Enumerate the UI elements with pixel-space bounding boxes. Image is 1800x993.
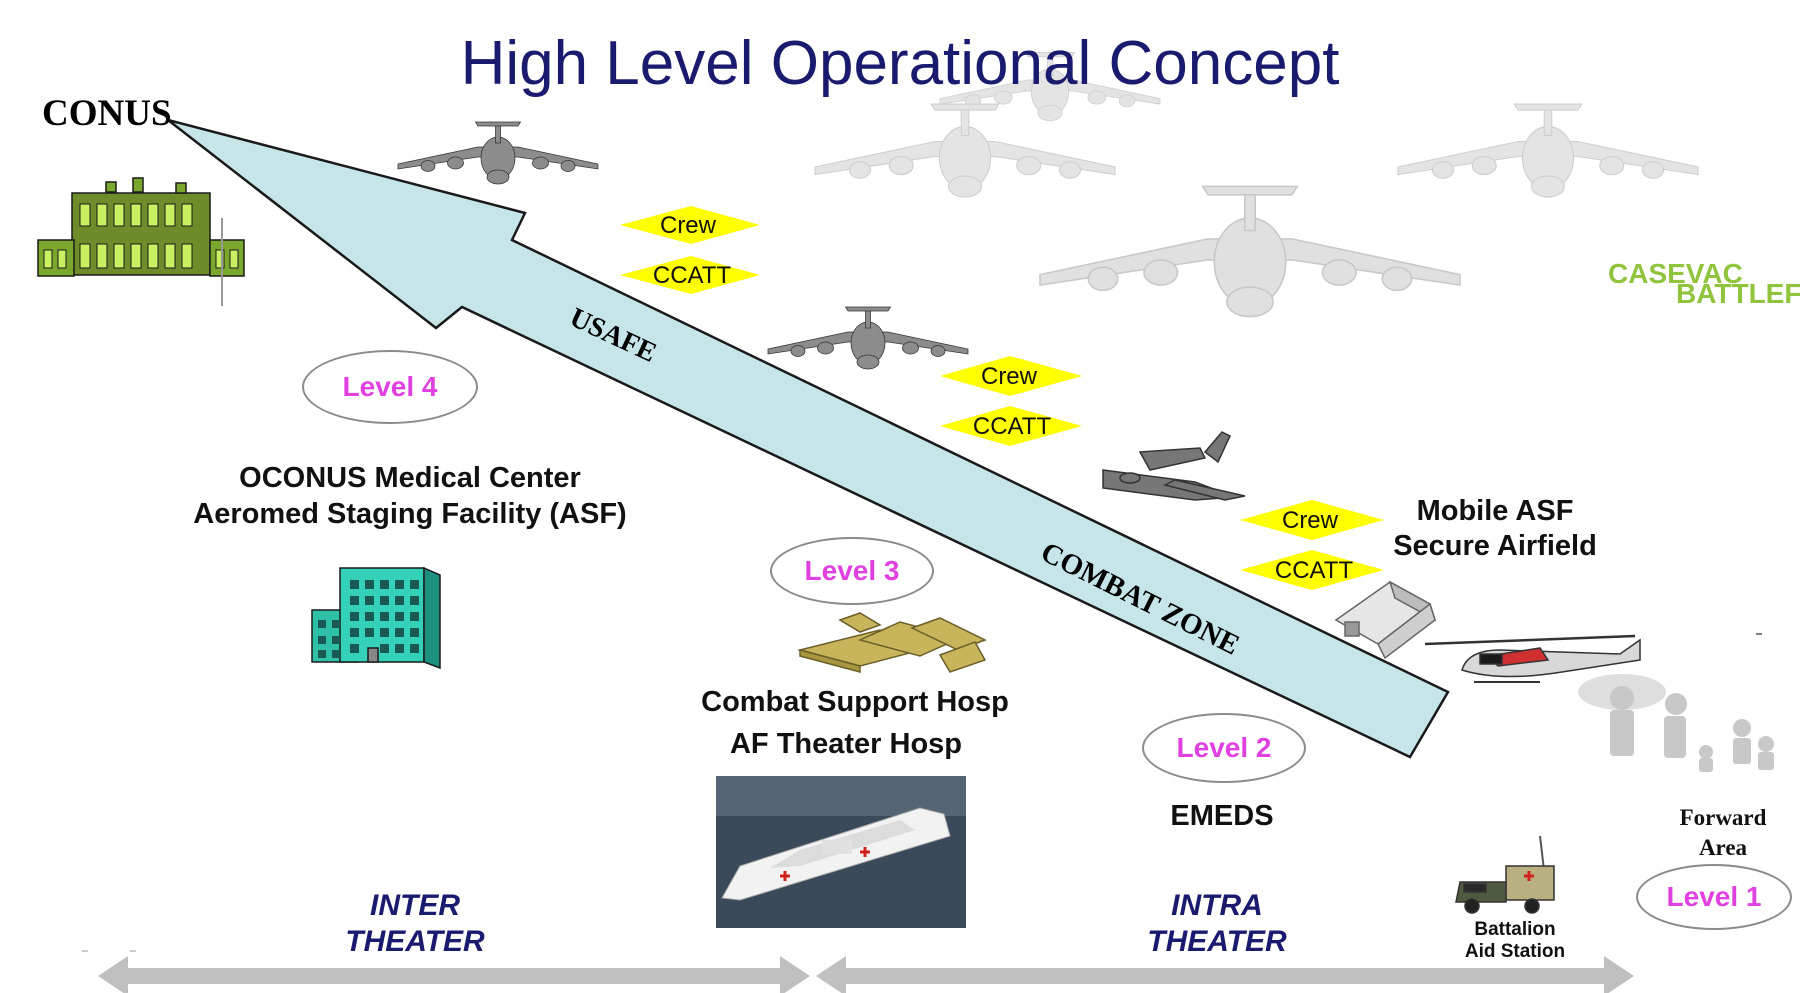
level-4-badge: Level 4 xyxy=(302,350,478,424)
secure-airfield-label: Secure Airfield xyxy=(1393,530,1597,562)
government-building-icon xyxy=(37,177,245,306)
office-building-icon xyxy=(311,566,441,670)
page-title: High Level Operational Concept xyxy=(460,29,1340,98)
crew-ccatt-diamonds-2 xyxy=(940,356,1082,446)
tent-icon xyxy=(1334,580,1437,660)
oconus-medical-center-label: OCONUS Medical Center xyxy=(239,462,581,494)
modular-hospital-icon xyxy=(797,612,987,673)
background-plane-4 xyxy=(1039,185,1461,318)
crew-ccatt-diamonds-1 xyxy=(620,206,760,294)
crew-label-2: Crew xyxy=(980,363,1037,390)
inter-theater-line1: INTER xyxy=(370,889,460,922)
crew-label-3: Crew xyxy=(1281,507,1338,534)
main-evacuation-arrow xyxy=(167,118,1450,759)
af-theater-hosp-label: AF Theater Hosp xyxy=(729,728,963,760)
crew-ccatt-diamonds-3 xyxy=(1240,500,1384,590)
helicopter-icon xyxy=(1424,634,1641,683)
background-plane-3 xyxy=(1397,103,1699,198)
forward-area-line2: Area xyxy=(1698,835,1748,860)
level-3-badge: Level 3 xyxy=(770,537,934,605)
ccatt-label-3: CCATT xyxy=(1274,557,1354,584)
inter-theater-span-arrow xyxy=(98,956,810,993)
intra-theater-label: INTRA THEATER xyxy=(1102,888,1332,960)
conus-label: CONUS xyxy=(42,93,172,134)
military-ambulance-icon xyxy=(1455,835,1555,914)
inter-theater-label: INTER THEATER xyxy=(300,888,530,960)
emeds-label: EMEDS xyxy=(1170,800,1274,832)
battalion-aid-line2: Aid Station xyxy=(1464,941,1566,962)
mobile-asf-label: Mobile ASF xyxy=(1416,495,1574,527)
battalion-aid-line1: Battalion xyxy=(1474,919,1556,940)
ccatt-label-1: CCATT xyxy=(652,262,732,289)
forward-area-label: Forward Area xyxy=(1650,803,1796,863)
tactical-plane xyxy=(1102,431,1246,501)
hospital-ship-icon xyxy=(716,776,966,928)
battalion-aid-station-label: Battalion Aid Station xyxy=(1440,919,1590,963)
intra-theater-line1: INTRA xyxy=(1171,889,1263,922)
inter-theater-line2: THEATER xyxy=(345,925,485,958)
cargo-plane-2 xyxy=(767,306,969,370)
forward-area-line1: Forward xyxy=(1679,805,1767,830)
casevac-vertical-label: CASEVAC xyxy=(1608,258,1743,289)
combat-support-hosp-label: Combat Support Hosp xyxy=(701,686,1009,718)
aeromed-staging-facility-label: Aeromed Staging Facility (ASF) xyxy=(193,498,627,530)
intra-theater-span-arrow xyxy=(816,956,1634,993)
crew-label-1: Crew xyxy=(659,212,716,239)
ccatt-label-2: CCATT xyxy=(972,413,1052,440)
level-1-badge: Level 1 xyxy=(1636,864,1792,930)
background-plane-2 xyxy=(814,103,1116,198)
intra-theater-line2: THEATER xyxy=(1147,925,1287,958)
battlefield-vertical-label: BATTLEFIELD xyxy=(1676,278,1800,309)
cargo-plane-1 xyxy=(397,121,599,185)
soldiers-icon xyxy=(1578,674,1774,772)
level-2-badge: Level 2 xyxy=(1142,713,1306,783)
